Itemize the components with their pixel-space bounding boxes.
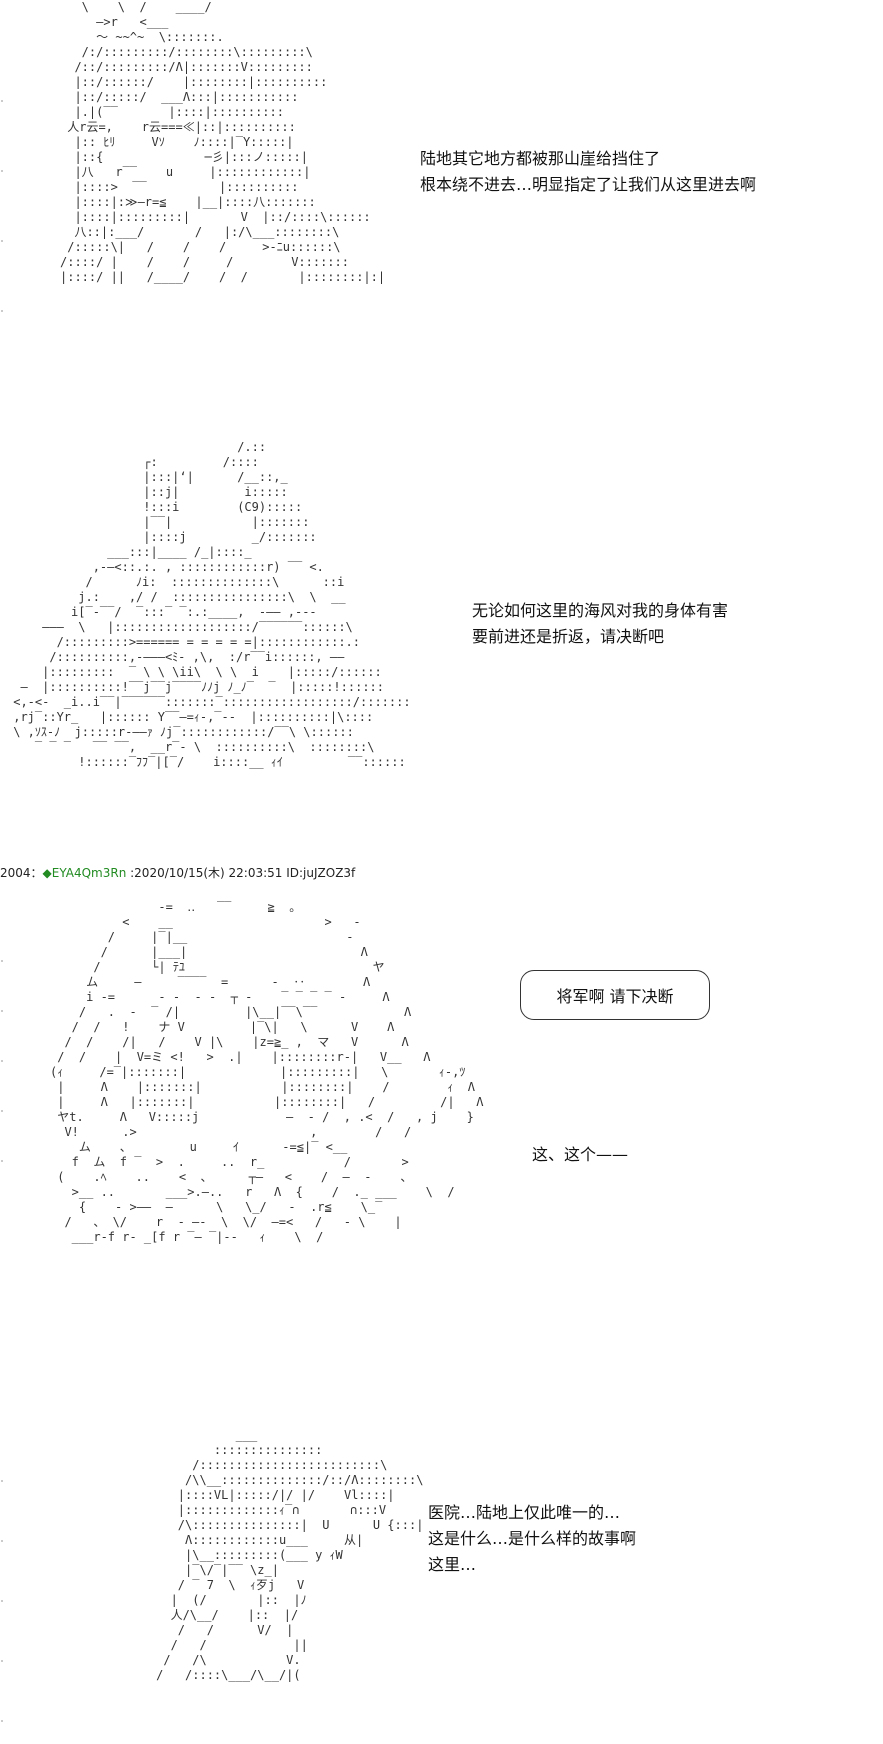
post-trip[interactable]: ◆EYA4Qm3Rn: [42, 866, 127, 880]
ascii-art-girl-standing: ___ ::::::::::::::: /:::::::::::::::::::…: [156, 1428, 424, 1682]
margin-dots: [0, 900, 8, 1340]
dialogue-line: 这、这个——: [532, 1145, 629, 1164]
ascii-art-girl-portrait: \ \ / ____/ ―>r <___ ～ ~~^~ \:::::::. /:…: [60, 0, 386, 284]
post-date-id: :2020/10/15(木) 22:03:51 ID:juJZOZ3f: [126, 866, 356, 880]
post-header: 2004：◆EYA4Qm3Rn :2020/10/15(木) 22:03:51 …: [0, 864, 355, 881]
dialogue-line: 医院…陆地上仅此唯一的…: [428, 1503, 621, 1522]
panel-1: \ \ / ____/ ―>r <___ ～ ~~^~ \:::::::. /:…: [0, 0, 883, 360]
dialogue-line: 陆地其它地方都被那山崖给挡住了: [420, 149, 661, 168]
ascii-art-girl-closeup: -= ‥ ‾‾ ≧ 。 < __ > ‐ / |‾|__ ‐ / |___| Λ…: [50, 900, 484, 1244]
dialogue-panel-1: 陆地其它地方都被那山崖给挡住了 根本绕不进去…明显指定了让我们从这里进去啊: [420, 146, 756, 198]
panel-3: -= ‥ ‾‾ ≧ 。 < __ > ‐ / |‾|__ ‐ / |___| Λ…: [0, 900, 883, 1340]
dialogue-line: 根本绕不进去…明显指定了让我们从这里进去啊: [420, 175, 757, 194]
panel-4: ___ ::::::::::::::: /:::::::::::::::::::…: [0, 1420, 883, 1744]
post-number: 2004：: [0, 866, 43, 880]
dialogue-panel-4-rendered-lines: 医院…陆地上仅此唯一的… 这是什么…是什么样的故事啊 这里…: [428, 1500, 636, 1578]
margin-dots: [0, 1420, 8, 1744]
margin-dots: [0, 0, 8, 360]
dialogue-panel-2: 无论如何这里的海风对我的身体有害 要前进还是折返，请决断吧: [472, 598, 728, 650]
dialogue-line: 要前进还是折返，请决断吧: [472, 627, 665, 646]
dialogue-line: 这是什么…是什么样的故事啊: [428, 1529, 637, 1548]
speech-bubble: 将军啊 请下决断: [520, 970, 710, 1020]
dialogue-line: 这里…: [428, 1555, 477, 1574]
ascii-art-crowd-scene: /.:: ┌: /:::: |:::|‘| /__::,_ |::j| i:::…: [13, 440, 411, 769]
panel-2: /.:: ┌: /:::: |:::|‘| /__::,_ |::j| i:::…: [0, 430, 883, 810]
bubble-text: 将军啊 请下决断: [556, 987, 674, 1006]
dialogue-panel-3: 这、这个——: [532, 1142, 628, 1168]
dialogue-line: 无论如何这里的海风对我的身体有害: [472, 601, 729, 620]
